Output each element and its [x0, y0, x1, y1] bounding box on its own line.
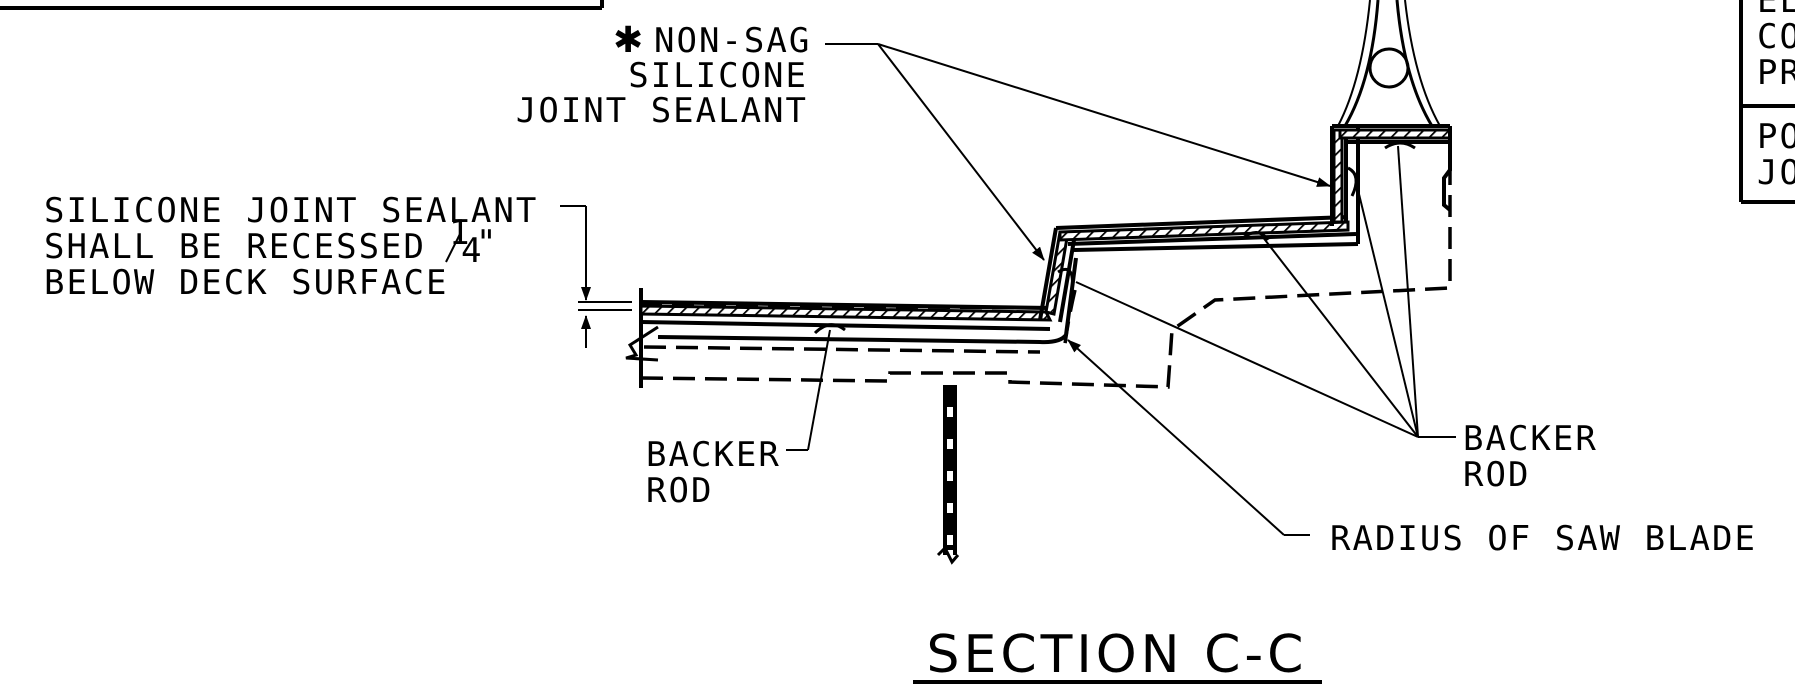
leader-recess	[560, 205, 632, 348]
leader-backer-left	[786, 329, 831, 451]
label-backer-right: BACKER ROD	[1463, 419, 1598, 495]
label-text: SILICONE	[628, 56, 808, 96]
table-cell-text: PO	[1757, 117, 1795, 157]
label-text: BELOW DECK SURFACE	[44, 263, 448, 303]
label-text: BACKER	[1463, 419, 1598, 459]
label-recess: SILICONE JOINT SEALANT SHALL BE RECESSED…	[44, 191, 538, 303]
asterisk-icon: ✱	[613, 20, 643, 61]
label-backer-left: BACKER ROD	[646, 435, 781, 511]
label-saw-blade: RADIUS OF SAW BLADE	[1330, 519, 1757, 559]
label-text: SHALL BE RECESSED	[44, 227, 426, 267]
deck-outline-dashed	[639, 140, 1452, 389]
label-text: NON-SAG	[654, 21, 811, 61]
inch-mark: "	[476, 223, 498, 263]
deck-break-line	[625, 325, 659, 362]
notes-table-fragment-right: EL CO PR PO JO	[1739, 0, 1795, 204]
joint-profile	[639, 124, 1452, 345]
label-nonsag: ✱ NON-SAG SILICONE JOINT SEALANT	[516, 20, 811, 131]
anchor-stem	[936, 385, 960, 565]
rail-post	[1337, 0, 1441, 127]
fraction-denominator: 4	[461, 231, 483, 271]
label-text: JOINT SEALANT	[516, 91, 808, 131]
label-text: RADIUS OF SAW BLADE	[1330, 519, 1757, 559]
table-cell-text: CO	[1757, 17, 1795, 57]
title-block-fragment-left	[0, 0, 604, 10]
leader-saw-blade	[1067, 339, 1310, 536]
table-cell-text: PR	[1757, 53, 1795, 93]
label-text: SILICONE JOINT SEALANT	[44, 191, 538, 231]
label-text: ROD	[1463, 455, 1530, 495]
fraction-numerator: 1	[449, 213, 471, 253]
label-text: ROD	[646, 471, 713, 511]
leader-backer-right	[1075, 145, 1456, 438]
leader-nonsag	[825, 43, 1331, 261]
section-title: SECTION C-C	[913, 625, 1322, 685]
table-cell-text: EL	[1757, 0, 1795, 21]
table-cell-text: JO	[1757, 153, 1795, 193]
page-title: SECTION C-C	[926, 625, 1307, 685]
label-text: BACKER	[646, 435, 781, 475]
